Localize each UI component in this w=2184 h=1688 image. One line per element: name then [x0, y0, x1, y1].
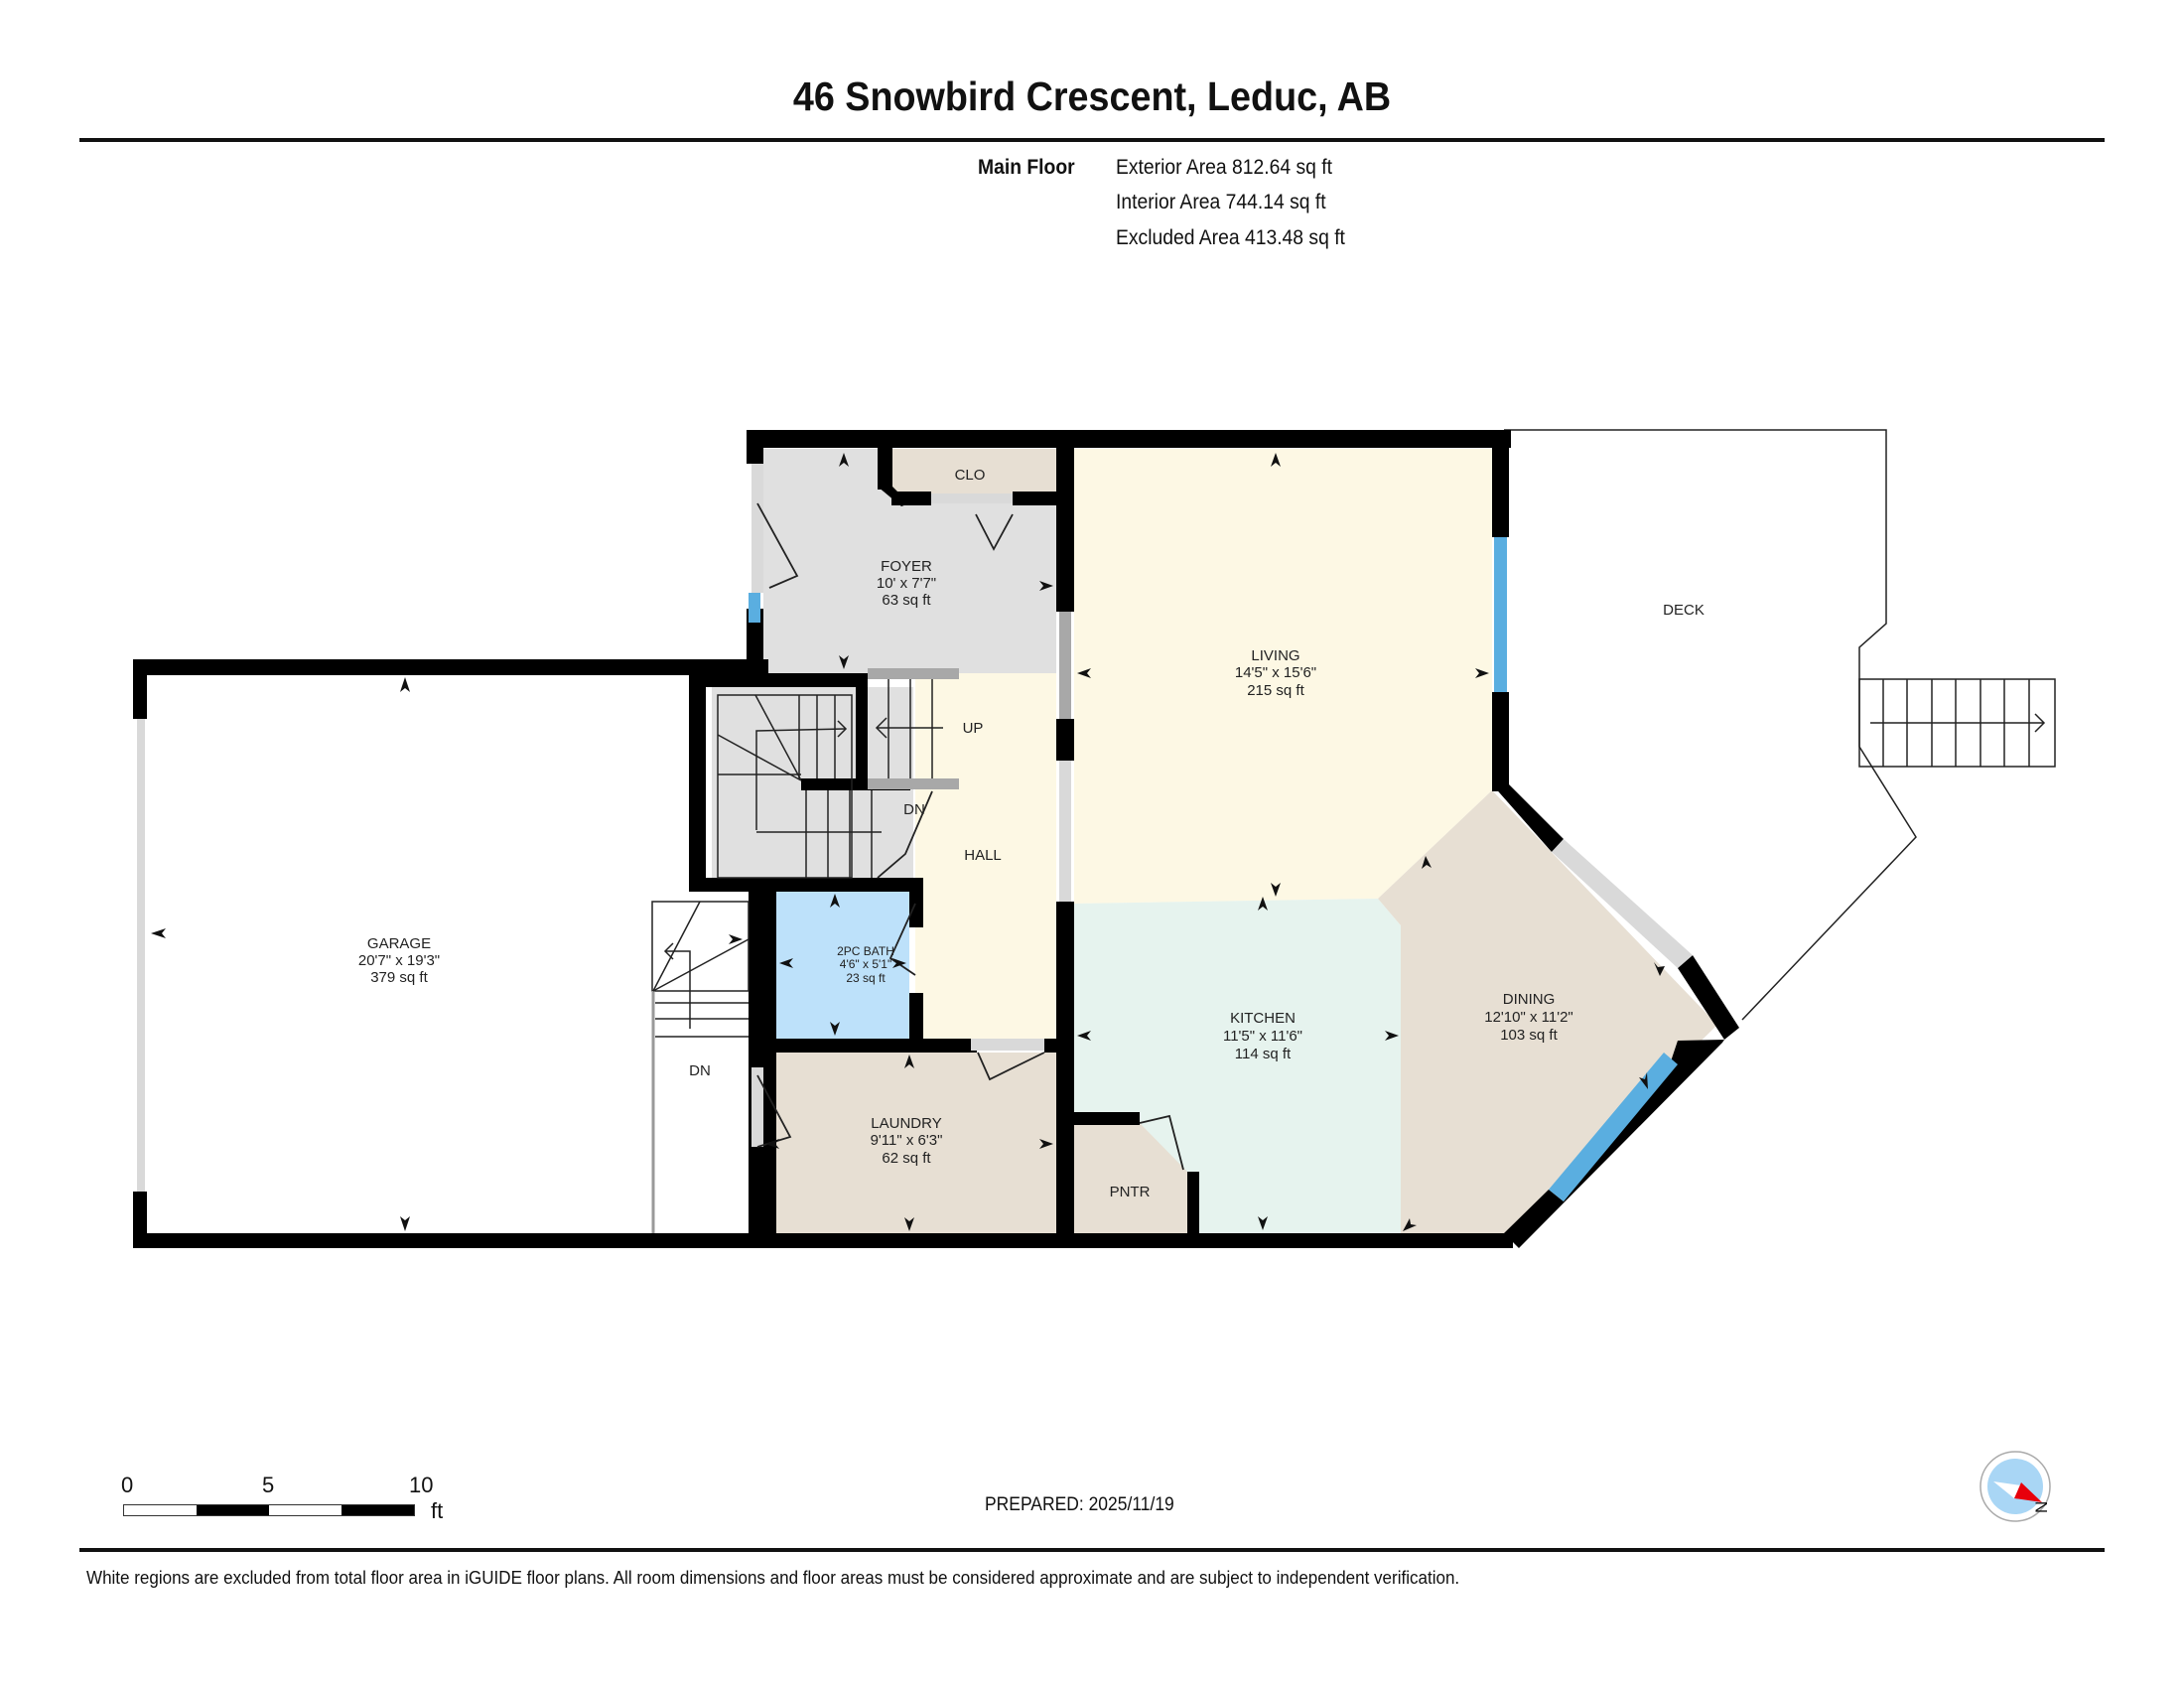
deck-stairs — [1858, 678, 2056, 768]
scale-bar-graphic — [123, 1504, 415, 1516]
dining-name: DINING — [1503, 991, 1556, 1008]
laundry-fill — [763, 1053, 1056, 1233]
foyer-name: FOYER — [881, 558, 932, 575]
scale-tick-5: 5 — [262, 1473, 275, 1497]
windows — [749, 537, 1678, 1201]
dn-label-hall: DN — [903, 801, 925, 818]
north-compass-icon: N — [1979, 1451, 2051, 1522]
kitchen-name: KITCHEN — [1230, 1010, 1296, 1027]
foyer-fill — [763, 449, 1056, 673]
svg-text:DN: DN — [903, 801, 925, 818]
living-name: LIVING — [1251, 647, 1299, 664]
disclaimer: White regions are excluded from total fl… — [86, 1567, 1460, 1588]
svg-text:11'5" x 11'6": 11'5" x 11'6" — [1223, 1028, 1302, 1045]
svg-text:DECK: DECK — [1663, 602, 1705, 619]
svg-text:4'6" x 5'1": 4'6" x 5'1" — [840, 957, 891, 971]
svg-text:KITCHEN: KITCHEN — [1230, 1010, 1296, 1027]
closet-name: CLO — [955, 467, 986, 484]
openings — [137, 464, 1693, 1192]
prepared-date: PREPARED: 2025/11/19 — [985, 1494, 1174, 1515]
garage-dims: 20'7" x 19'3" — [358, 952, 440, 969]
interior-stairs — [651, 679, 943, 1233]
svg-text:UP: UP — [963, 720, 984, 737]
page-title: 46 Snowbird Crescent, Leduc, AB — [792, 73, 1392, 119]
living-dims: 14'5" x 15'6" — [1235, 664, 1316, 681]
svg-text:DN: DN — [689, 1062, 711, 1079]
scale-unit: ft — [431, 1498, 444, 1523]
bath-fill — [776, 892, 909, 1039]
deck-name: DECK — [1663, 602, 1705, 619]
kitchen-area: 114 sq ft — [1235, 1046, 1292, 1062]
deck-outline — [1504, 429, 1917, 1021]
svg-text:62 sq ft: 62 sq ft — [882, 1150, 931, 1167]
pantry-name: PNTR — [1110, 1184, 1151, 1200]
svg-text:2PC BATH: 2PC BATH — [837, 944, 894, 958]
svg-text:9'11" x 6'3": 9'11" x 6'3" — [871, 1132, 943, 1149]
compass-n-label: N — [2032, 1501, 2051, 1513]
svg-text:63 sq ft: 63 sq ft — [882, 592, 931, 609]
closet-fill — [890, 449, 1056, 502]
svg-text:GARAGE: GARAGE — [367, 935, 431, 952]
foyer-area: 63 sq ft — [882, 592, 931, 609]
up-label: UP — [963, 720, 984, 737]
svg-text:215 sq ft: 215 sq ft — [1247, 682, 1304, 699]
dining-fill — [1378, 790, 1717, 1233]
svg-text:379 sq ft: 379 sq ft — [370, 969, 428, 986]
header-divider — [79, 138, 2105, 142]
svg-text:14'5" x 15'6": 14'5" x 15'6" — [1235, 664, 1316, 681]
excluded-area: Excluded Area 413.48 sq ft — [1116, 226, 1345, 249]
living-area: 215 sq ft — [1247, 682, 1304, 699]
dn-label-garage: DN — [689, 1062, 711, 1079]
svg-text:HALL: HALL — [964, 847, 1002, 864]
hall-fill — [915, 673, 1056, 1039]
dimension-arrows — [151, 453, 1665, 1231]
svg-text:10' x 7'7": 10' x 7'7" — [877, 575, 936, 592]
scale-tick-10: 10 — [409, 1473, 434, 1497]
svg-text:LIVING: LIVING — [1251, 647, 1299, 664]
hall-name: HALL — [964, 847, 1002, 864]
garage-area: 379 sq ft — [370, 969, 428, 986]
scale-tick-0: 0 — [121, 1473, 134, 1497]
svg-text:CLO: CLO — [955, 467, 986, 484]
svg-text:12'10" x 11'2": 12'10" x 11'2" — [1484, 1009, 1573, 1026]
laundry-name: LAUNDRY — [871, 1115, 941, 1132]
bath-name: 2PC BATH — [837, 944, 894, 958]
laundry-area: 62 sq ft — [882, 1150, 931, 1167]
svg-text:LAUNDRY: LAUNDRY — [871, 1115, 941, 1132]
svg-text:PNTR: PNTR — [1110, 1184, 1151, 1200]
svg-text:DINING: DINING — [1503, 991, 1556, 1008]
kitchen-dims: 11'5" x 11'6" — [1223, 1028, 1302, 1045]
garage-name: GARAGE — [367, 935, 431, 952]
garage-fill — [147, 675, 689, 1233]
interior-area: Interior Area 744.14 sq ft — [1116, 191, 1326, 213]
svg-text:103 sq ft: 103 sq ft — [1500, 1027, 1558, 1044]
svg-text:23 sq ft: 23 sq ft — [846, 971, 886, 985]
svg-text:114 sq ft: 114 sq ft — [1235, 1046, 1292, 1062]
floor-name: Main Floor — [978, 156, 1075, 179]
foyer-dims: 10' x 7'7" — [877, 575, 936, 592]
footer-divider — [79, 1548, 2105, 1552]
bath-area: 23 sq ft — [846, 971, 886, 985]
bath-dims: 4'6" x 5'1" — [840, 957, 891, 971]
room-labels: GARAGE 20'7" x 19'3" 379 sq ft FOYER 10'… — [358, 467, 1705, 1200]
exterior-area: Exterior Area 812.64 sq ft — [1116, 156, 1333, 179]
pantry-fill — [1074, 1123, 1187, 1233]
walls — [133, 430, 1739, 1248]
svg-text:FOYER: FOYER — [881, 558, 932, 575]
svg-text:20'7" x 19'3": 20'7" x 19'3" — [358, 952, 440, 969]
laundry-dims: 9'11" x 6'3" — [871, 1132, 943, 1149]
living-fill — [1074, 449, 1492, 904]
dining-area: 103 sq ft — [1500, 1027, 1558, 1044]
dining-dims: 12'10" x 11'2" — [1484, 1009, 1573, 1026]
